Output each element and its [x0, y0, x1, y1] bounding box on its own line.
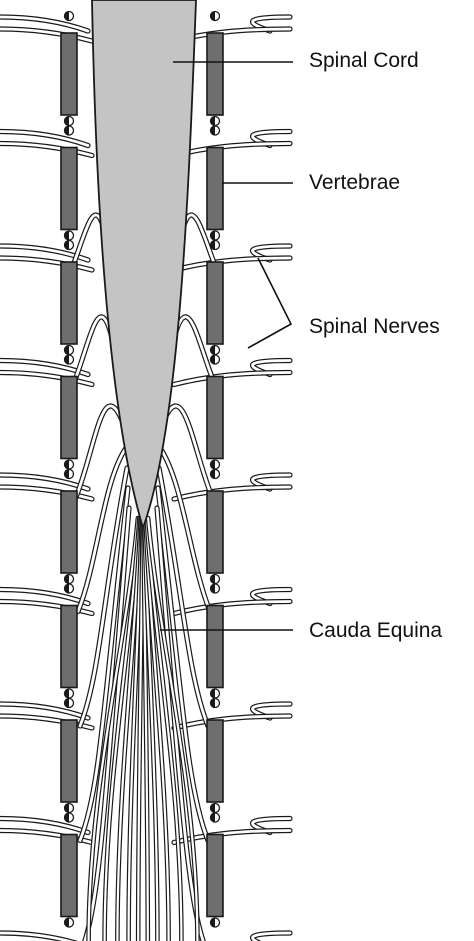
facet-marker	[209, 10, 221, 22]
cauda-equina-fibers	[86, 515, 200, 941]
nerve-root-left	[0, 255, 95, 273]
facet-marker	[209, 917, 221, 928]
vertebrae-group	[60, 10, 224, 928]
vertebra-right	[206, 719, 224, 803]
vertebra-left	[60, 719, 78, 803]
facet-marker	[63, 10, 75, 22]
facet-marker	[63, 125, 75, 136]
nerve-root-right	[249, 930, 293, 941]
facet-marker	[63, 688, 75, 699]
vertebra-right	[206, 32, 224, 116]
facet-marker	[63, 802, 75, 814]
vertebra-right	[206, 261, 224, 345]
facet-marker	[63, 115, 75, 127]
nerve-root-right	[171, 255, 293, 273]
vertebra-left	[60, 375, 78, 460]
nerve-root-left	[0, 128, 91, 149]
nerve-root-left	[0, 598, 95, 617]
spinal-cord	[91, 0, 197, 531]
vertebra-left	[60, 833, 78, 918]
spinal-nerves-bracket	[247, 257, 293, 349]
facet-marker	[209, 230, 221, 241]
nerve-root-left	[0, 930, 78, 941]
nerve-root-left	[0, 827, 95, 846]
descending-nerve-right	[158, 403, 215, 500]
vertebra-left	[60, 32, 78, 116]
nerve-root-left	[0, 815, 91, 836]
nerve-root-right	[171, 369, 293, 388]
spinal-nerves-label: Spinal Nerves	[309, 315, 440, 338]
descending-nerve-right	[156, 465, 211, 729]
nerve-root-left	[0, 140, 95, 159]
nerve-root-right	[171, 598, 293, 617]
cauda-fiber	[86, 515, 141, 941]
nerve-root-left	[0, 243, 91, 263]
descending-nerve-right	[154, 505, 206, 941]
nerve-root-left	[0, 26, 95, 44]
nerve-root-left	[0, 701, 91, 721]
facet-marker	[63, 459, 75, 470]
descending-nerve-right	[157, 445, 213, 615]
facet-marker	[63, 354, 75, 365]
facet-marker	[209, 239, 221, 251]
facet-marker	[209, 354, 221, 365]
vertebra-left	[60, 490, 78, 574]
nerve-root-left	[0, 713, 95, 731]
facet-marker	[209, 459, 221, 470]
descending-nerve-left	[77, 465, 130, 729]
vertebra-right	[206, 375, 224, 460]
facet-marker	[63, 230, 75, 241]
descending-nerve-left	[73, 403, 128, 500]
nerve-layer	[0, 14, 293, 941]
facet-marker	[63, 917, 75, 928]
descending-nerve-right	[155, 485, 211, 844]
vertebra-right	[206, 490, 224, 574]
facet-marker	[63, 468, 75, 480]
nerve-root-left	[0, 484, 95, 502]
facet-marker	[209, 802, 221, 814]
facet-marker	[63, 239, 75, 251]
descending-nerve-left	[75, 445, 129, 615]
facet-marker	[209, 115, 221, 127]
cauda-fiber	[142, 515, 160, 941]
spinal-cord-label: Spinal Cord	[309, 49, 419, 72]
vertebra-right	[206, 146, 224, 231]
nerve-root-right	[171, 140, 293, 159]
vertebra-right	[206, 604, 224, 689]
nerve-root-right	[171, 484, 293, 502]
facet-marker	[63, 583, 75, 594]
nerve-root-left	[0, 369, 95, 388]
facet-marker	[209, 688, 221, 699]
facet-marker	[209, 573, 221, 585]
cauda-fiber	[145, 515, 200, 941]
nerve-root-right	[171, 713, 293, 731]
nerve-root-left	[0, 14, 91, 34]
vertebra-left	[60, 146, 78, 231]
facet-marker	[63, 812, 75, 823]
cauda-fiber	[143, 515, 171, 941]
facet-marker	[209, 812, 221, 823]
vertebrae-label: Vertebrae	[309, 171, 401, 194]
facet-marker	[209, 468, 221, 480]
facet-marker	[63, 344, 75, 356]
vertebra-left	[60, 261, 78, 345]
facet-marker	[209, 344, 221, 356]
facet-marker	[63, 573, 75, 585]
descending-nerve-left	[77, 485, 131, 844]
cauda-fiber	[102, 515, 142, 941]
facet-marker	[63, 697, 75, 709]
facet-marker	[209, 697, 221, 709]
leader-lines	[160, 61, 293, 631]
facet-marker	[209, 125, 221, 136]
cauda-fiber	[144, 515, 184, 941]
cauda-equina-label: Cauda Equina	[309, 619, 443, 642]
vertebra-right	[206, 833, 224, 918]
vertebra-left	[60, 604, 78, 689]
facet-marker	[209, 583, 221, 594]
